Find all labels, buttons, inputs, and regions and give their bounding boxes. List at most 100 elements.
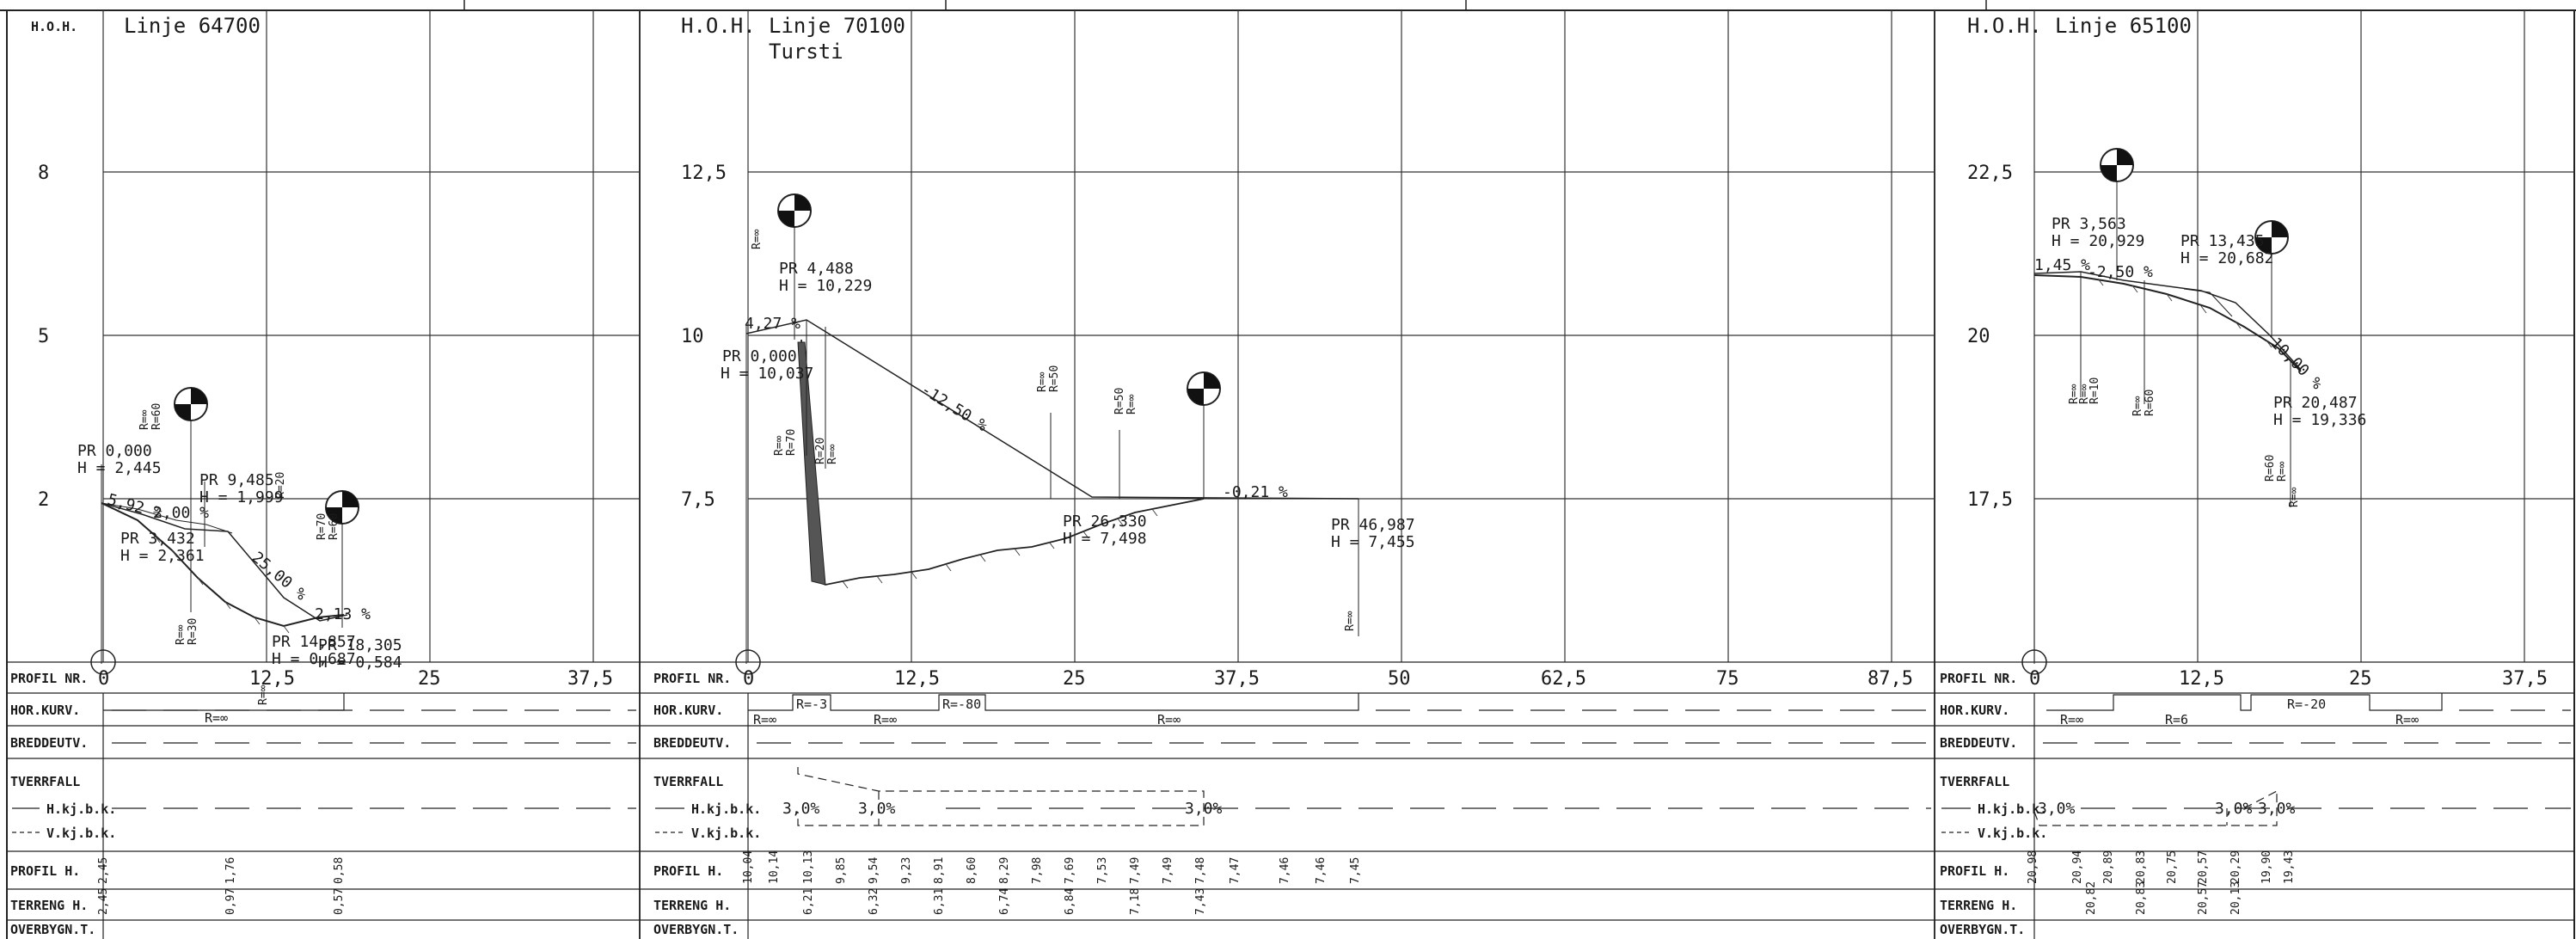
panel3-r2: R=∞ <box>2078 384 2091 404</box>
panel3-x-tick-3: 37,5 <box>2502 668 2548 690</box>
panel3-pr3: PR 20,487 <box>2273 394 2358 412</box>
panel2-profh-13: 7,49 <box>1162 857 1175 884</box>
panel2-r8: R=50 <box>1113 388 1126 414</box>
panel1-slope4: 2,13 % <box>315 605 371 623</box>
panel2-r6: R=∞ <box>1036 371 1049 392</box>
panel3-legend-lines <box>1941 807 1971 833</box>
panel1-r4: R=∞ <box>175 624 187 645</box>
panel3-terh-3: 20,13 <box>2229 881 2242 915</box>
panel3-row-hor-kurv: HOR.KURV. <box>1940 703 2009 718</box>
panel3-slope1: 1,45 % <box>2034 256 2090 274</box>
panel3-terh-0: 20,82 <box>2085 881 2098 915</box>
panel2-h3: H = 7,498 <box>1063 530 1147 548</box>
panel3-profile-line <box>2033 271 2302 371</box>
panel3-table-lines <box>1935 661 2574 939</box>
panel2-r9: R=∞ <box>1125 394 1138 414</box>
panel3-r6: R=60 <box>2264 455 2277 482</box>
panel1-grid <box>102 10 641 939</box>
panel1-row-overbygn-t: OVERBYGN.T. <box>10 922 95 937</box>
panel3-hoh: H.O.H. <box>1967 14 2042 38</box>
panel2-profh-16: 7,46 <box>1279 857 1291 884</box>
panel3-r4: R=∞ <box>2131 396 2144 416</box>
panel2-curv-4: R=∞ <box>874 712 897 727</box>
panel2-terh-4: 6,84 <box>1064 888 1076 915</box>
panel3-profh-5: 20,57 <box>2197 850 2210 884</box>
panel2-table-lines <box>640 661 1935 939</box>
panel3-dash-lines <box>2043 709 2571 809</box>
panel3-profh-7: 19,90 <box>2260 850 2273 884</box>
panel3-x-tick-0: 0 <box>2029 668 2040 690</box>
panel2-tverrfall-2: 3,0% <box>858 800 896 818</box>
panel1-x-tick-3: 37,5 <box>567 668 613 690</box>
panel2-terh-2: 6,31 <box>933 888 946 915</box>
panel3-grid <box>2033 10 2574 662</box>
panel1-x-tick-2: 25 <box>418 668 441 690</box>
panel1-y-tick-2: 2 <box>38 489 49 511</box>
panel1-vertical-markers <box>101 404 343 664</box>
panel2-row-vkjbk: V.kj.b.k. <box>691 825 761 841</box>
panel1-row-hkjbk: H.kj.b.k. <box>46 801 116 817</box>
panel1-pr4: PR 14,857 <box>272 633 356 651</box>
panel2-y-tick-10: 10 <box>681 326 704 347</box>
panel1-table-lines <box>7 661 640 939</box>
panel2-hatching <box>842 508 1158 589</box>
panel3-r5: R=60 <box>2144 390 2156 416</box>
panel2-x-tick-0: 0 <box>743 668 754 690</box>
panel2-row-tverrfall: TVERRFALL <box>653 774 723 789</box>
panel2-profh-6: 8,91 <box>933 857 946 884</box>
panel3-row-overbygn-t: OVERBYGN.T. <box>1940 922 2025 937</box>
panel2-slope3: -0,21 % <box>1223 483 1288 501</box>
panel2-profh-11: 7,53 <box>1096 857 1109 884</box>
panel3-terh-1: 20,83 <box>2135 881 2148 915</box>
panel1-slope3: 25,00 % <box>248 549 310 605</box>
panel1-legend-lines <box>12 807 40 833</box>
panel1-dash-lines <box>112 709 636 809</box>
panel2-row-hkjbk: H.kj.b.k. <box>691 801 761 817</box>
panel2-x-tick-1: 12,5 <box>894 668 940 690</box>
panel1-curv-1: R=∞ <box>205 710 228 726</box>
panel1-r6: R=70 <box>316 513 328 540</box>
panel3-r1: R=∞ <box>2068 384 2081 404</box>
panel2-r10: R=∞ <box>1344 611 1357 631</box>
panel2-hor-kurv-box <box>748 693 1359 711</box>
panel1-profh-2: 0,58 <box>333 857 346 884</box>
panel3-r3: R=10 <box>2088 377 2101 404</box>
panel2-curv-2: R=-80 <box>942 697 981 712</box>
panel1-pr3: PR 9,485 <box>199 471 274 489</box>
panel1-x-tick-1: 12,5 <box>249 668 295 690</box>
panel2-y-tick-75: 7,5 <box>681 489 715 511</box>
panel2-profh-15: 7,47 <box>1229 857 1242 884</box>
panel3-tverrfall-3: 3,0% <box>2258 800 2296 818</box>
panel2-x-tick-4: 50 <box>1388 668 1411 690</box>
panel3-tverrfall-1: 3,0% <box>2038 800 2076 818</box>
panel1-terh-0: 2,45 <box>97 888 110 915</box>
panel2-terrain-line <box>800 339 1205 586</box>
panel1-row-profil-h: PROFIL H. <box>10 863 80 879</box>
panel3-y-tick-175: 17,5 <box>1967 489 2013 511</box>
panel2-tverrfall-3: 3,0% <box>1185 800 1223 818</box>
panel3-benchmark-icon-2 <box>2254 220 2289 255</box>
panel3-row-breddeutv: BREDDEUTV. <box>1940 735 2017 751</box>
panel1-r7: R=60 <box>328 513 340 540</box>
panel2-h2: H = 10,229 <box>779 277 872 295</box>
panel1-y-tick-8: 8 <box>38 163 49 184</box>
panel3-profh-2: 20,89 <box>2102 850 2115 884</box>
panel1-pr1: PR 0,000 <box>77 442 152 460</box>
panel3-curv-1: R=∞ <box>2060 712 2083 727</box>
panel2-tverrfall-box <box>797 767 1205 826</box>
panel2-slope2: -12,50 % <box>917 380 991 435</box>
panel1-title: Linje 64700 <box>124 14 261 38</box>
panel3-profh-6: 20,29 <box>2229 850 2242 884</box>
panel3-x-tick-1: 12,5 <box>2179 668 2224 690</box>
panel2-row-profil-nr: PROFIL NR. <box>653 671 731 686</box>
panel1-h4: H = 0,687 <box>272 650 356 668</box>
panel1-row-tverrfall: TVERRFALL <box>10 774 80 789</box>
panel2-terh-5: 7,18 <box>1129 888 1142 915</box>
panel3-h1: H = 20,929 <box>2052 232 2144 250</box>
panel2-table-values: 10,04 10,14 10,13 9,85 9,54 9,23 8,91 8,… <box>742 850 1362 915</box>
panel2-grid <box>747 10 1935 939</box>
panel3-tverrfall-box <box>2033 790 2278 826</box>
panel2-y-tick-125: 12,5 <box>681 163 727 184</box>
panel1-h1: H = 2,445 <box>77 459 162 477</box>
